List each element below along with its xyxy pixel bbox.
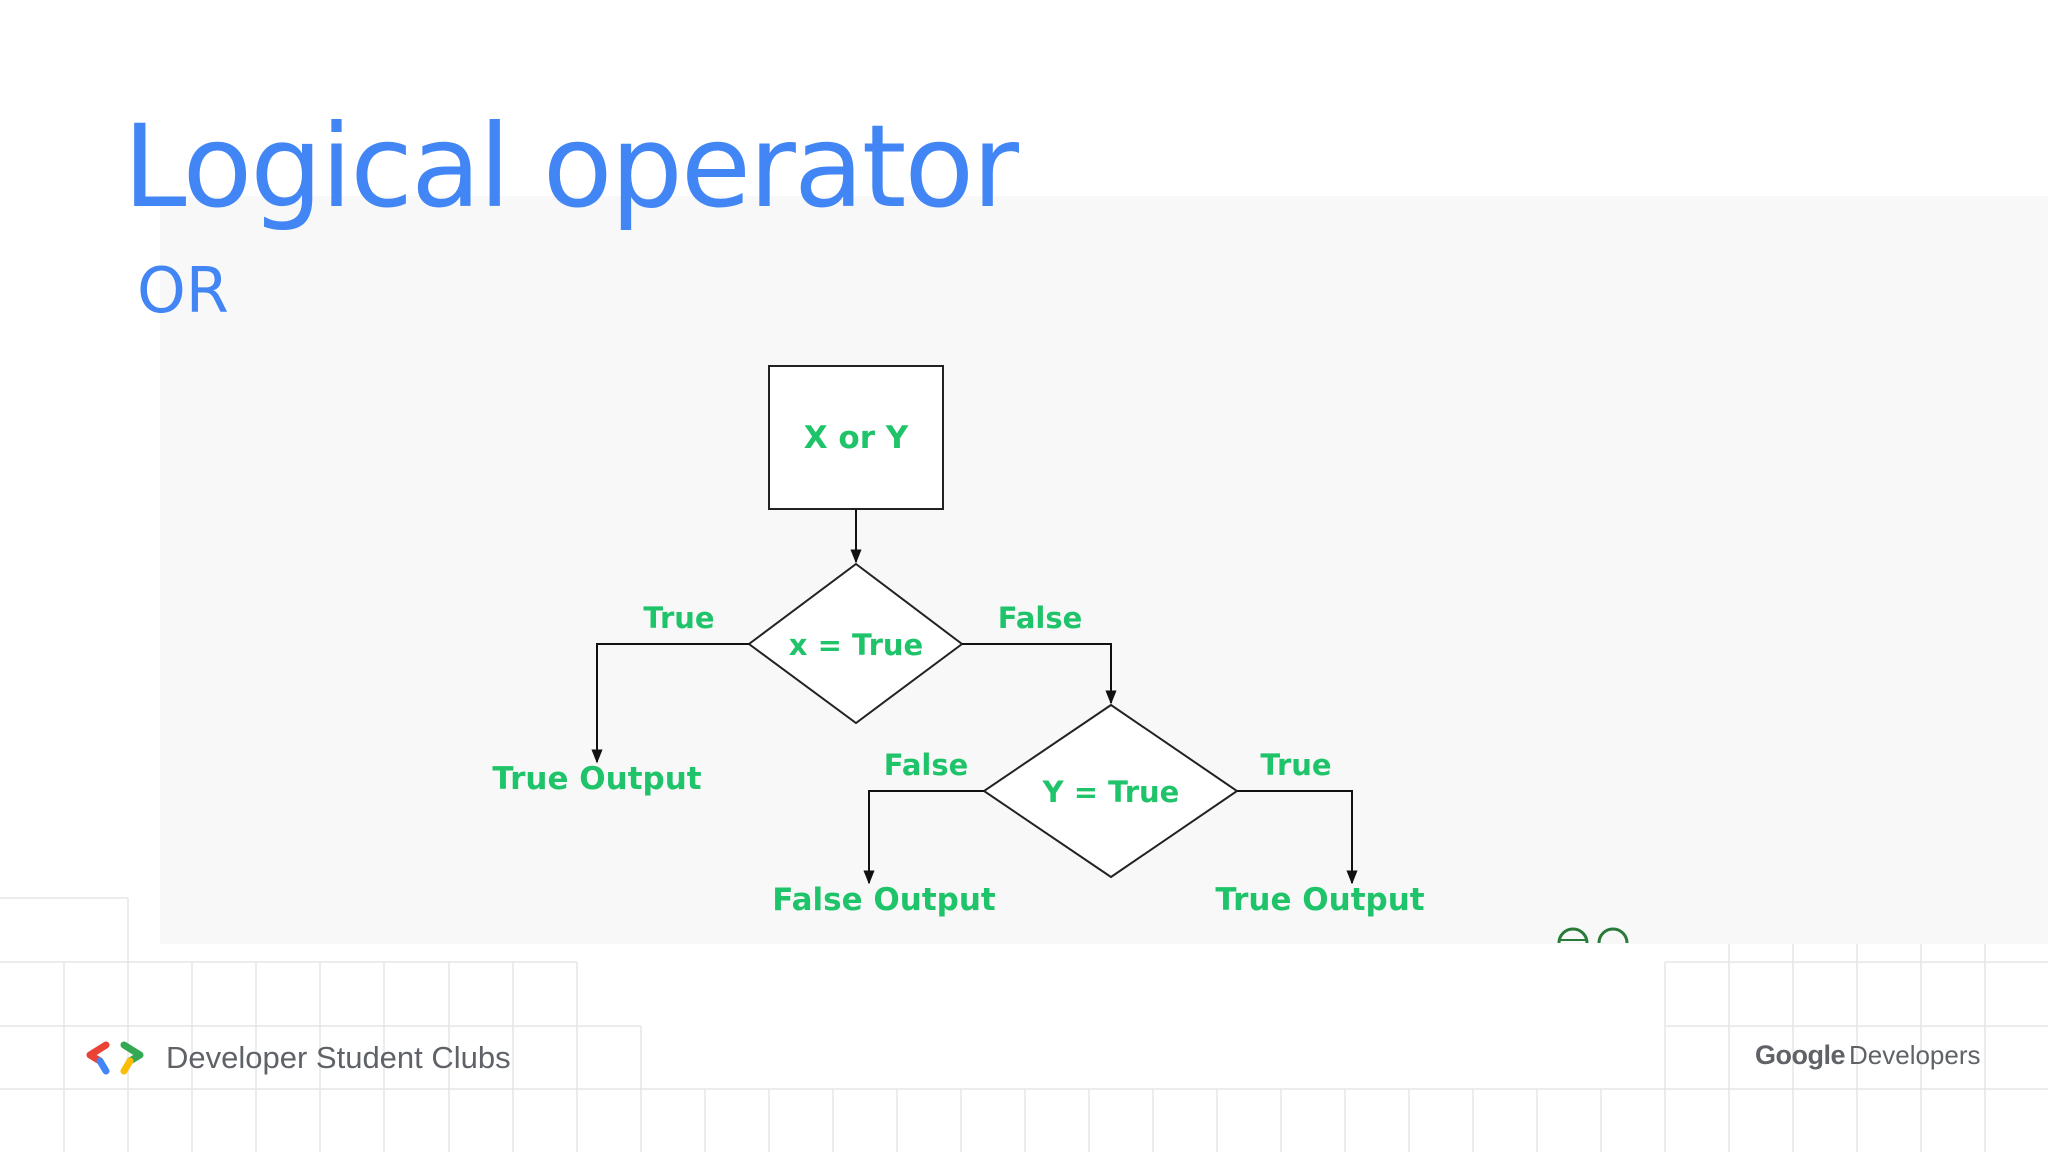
decision-x-diamond (747, 562, 964, 725)
decision-y-label: Y = True (1042, 775, 1180, 809)
connector-x-false (962, 643, 1117, 705)
branch-y-true-label: True (1260, 748, 1331, 782)
output-y-false: False Output (772, 882, 996, 918)
watermark-fragment (1557, 927, 1629, 944)
connector-y-true (1237, 790, 1358, 885)
slide-subtitle: OR (137, 254, 229, 327)
start-box-label: X or Y (804, 420, 909, 456)
branch-x-false-label: False (998, 601, 1083, 635)
connector-x-true (591, 643, 749, 764)
decision-x-label: x = True (789, 628, 923, 662)
output-x-true: True Output (492, 761, 701, 797)
slide-title: Logical operator (123, 100, 1019, 233)
dsc-logo-icon (86, 1041, 144, 1075)
google-wordmark: Google (1755, 1040, 1846, 1070)
decision-y-diamond (982, 703, 1239, 879)
branch-y-false-label: False (884, 748, 969, 782)
connector-y-false (863, 790, 984, 885)
developers-label: Developers (1849, 1040, 1981, 1070)
dsc-footer-brand: Developer Student Clubs (84, 1038, 511, 1078)
dsc-footer-label: Developer Student Clubs (166, 1040, 511, 1075)
output-y-true: True Output (1215, 882, 1424, 918)
branch-x-true-label: True (643, 601, 714, 635)
start-box (768, 365, 944, 510)
